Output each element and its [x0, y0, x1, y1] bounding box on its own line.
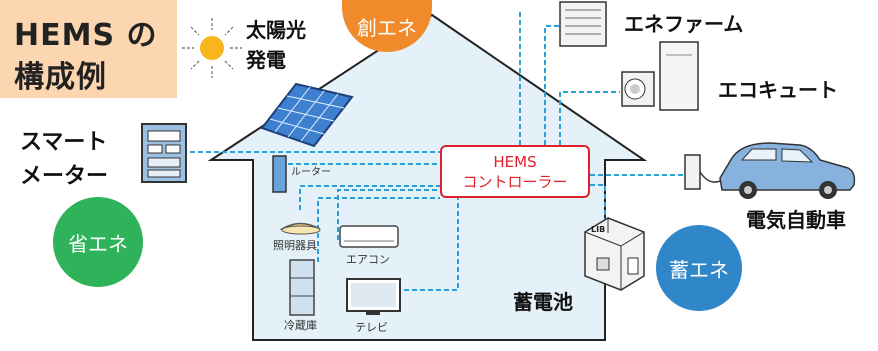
aircon-label: エアコン: [346, 253, 390, 266]
battery-label: 蓄電池: [513, 290, 573, 314]
storage-battery-icon: [584, 217, 645, 291]
solar-label-line2: 発電: [246, 48, 286, 72]
smart-meter-icon: [141, 123, 187, 183]
fridge-icon: [289, 259, 315, 316]
tv-icon: [346, 278, 401, 315]
smart-meter-label-line2: メーター: [20, 164, 109, 189]
title-line-1: HEMS の: [14, 18, 158, 53]
solar-panel-icon: [260, 82, 354, 148]
smart-meter-label-line1: スマート: [20, 130, 108, 155]
solar-label-line1: 太陽光: [246, 18, 306, 42]
tv-label: テレビ: [355, 321, 388, 334]
router-label: ルーター: [291, 167, 331, 178]
ev-label: 電気自動車: [746, 208, 846, 232]
eco-cute-icon: [621, 41, 699, 111]
controller-line2: コントローラー: [462, 172, 568, 191]
controller-line1: HEMS: [493, 152, 537, 171]
electric-car-icon: [719, 142, 856, 199]
hems-controller: HEMS コントローラー: [440, 145, 590, 198]
save-energy-bubble: 省エネ: [53, 197, 143, 287]
eco-cute-label: エコキュート: [718, 78, 838, 102]
ene-farm-label: エネファーム: [624, 12, 744, 36]
battery-tag: LIB: [591, 225, 606, 234]
lighting-icon: [279, 222, 321, 235]
store-energy-bubble: 蓄エネ: [656, 225, 742, 311]
router-icon: [272, 155, 287, 193]
title-line-2: 構成例: [14, 60, 107, 95]
ene-farm-icon: [559, 1, 607, 47]
title-box: HEMS の 構成例: [0, 0, 177, 98]
fridge-label: 冷蔵庫: [284, 319, 317, 332]
aircon-icon: [339, 225, 399, 248]
lighting-label: 照明器具: [273, 239, 317, 252]
ev-charger-icon: [684, 154, 729, 190]
sun-icon: [182, 18, 242, 78]
